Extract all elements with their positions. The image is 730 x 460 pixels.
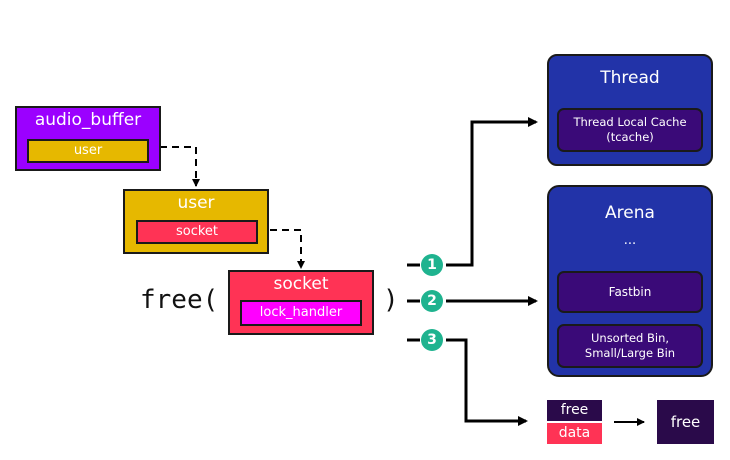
audio-buffer-user-field: user xyxy=(27,139,149,163)
path-badge-3: 3 xyxy=(421,329,443,351)
socket-title: socket xyxy=(273,274,329,294)
freed-chunk: free data xyxy=(547,400,602,444)
unsorted-small-large-bin: Unsorted Bin, Small/Large Bin xyxy=(557,324,703,368)
fastbin-label: Fastbin xyxy=(608,285,652,299)
free-list-chunk: free xyxy=(657,400,714,444)
bins-label-line1: Unsorted Bin, xyxy=(590,331,670,345)
freed-chunk-data: data xyxy=(547,423,602,444)
audio-buffer-title: audio_buffer xyxy=(34,110,142,130)
thread-container: Thread Thread Local Cache (tcache) xyxy=(547,54,713,166)
path-badge-2: 2 xyxy=(421,290,443,312)
user-socket-field: socket xyxy=(136,220,258,244)
socket-lock-handler-field-label: lock_handler xyxy=(259,305,343,320)
path-1-arrow xyxy=(446,117,538,267)
user-title: user xyxy=(177,193,215,213)
bins-label-line2: Small/Large Bin xyxy=(584,346,676,360)
free-call-close: ) xyxy=(383,285,399,315)
audio-buffer-struct: audio_buffer user xyxy=(15,106,161,171)
socket-struct: socket lock_handler xyxy=(228,270,374,335)
user-socket-field-label: socket xyxy=(175,224,219,239)
free-call-open: free( xyxy=(140,285,219,315)
tcache-label-line1: Thread Local Cache xyxy=(573,115,687,129)
socket-lock-handler-field: lock_handler xyxy=(240,300,362,326)
user-struct: user socket xyxy=(123,189,269,254)
path-badge-1: 1 xyxy=(421,254,443,276)
arena-container: Arena ... Fastbin Unsorted Bin, Small/La… xyxy=(547,185,713,377)
arena-title: Arena xyxy=(605,203,655,223)
arena-ellipsis: ... xyxy=(623,233,637,248)
freed-chunk-free-header: free xyxy=(547,400,602,421)
pointer-user-to-socket xyxy=(258,229,305,269)
path-3-arrow xyxy=(446,338,528,426)
pointer-audio-buffer-to-user xyxy=(148,146,200,187)
fastbin: Fastbin xyxy=(557,271,703,313)
audio-buffer-user-field-label: user xyxy=(73,143,103,158)
tcache-label-line2: (tcache) xyxy=(606,130,654,144)
tcache-bin: Thread Local Cache (tcache) xyxy=(557,108,703,152)
thread-title: Thread xyxy=(600,68,660,88)
